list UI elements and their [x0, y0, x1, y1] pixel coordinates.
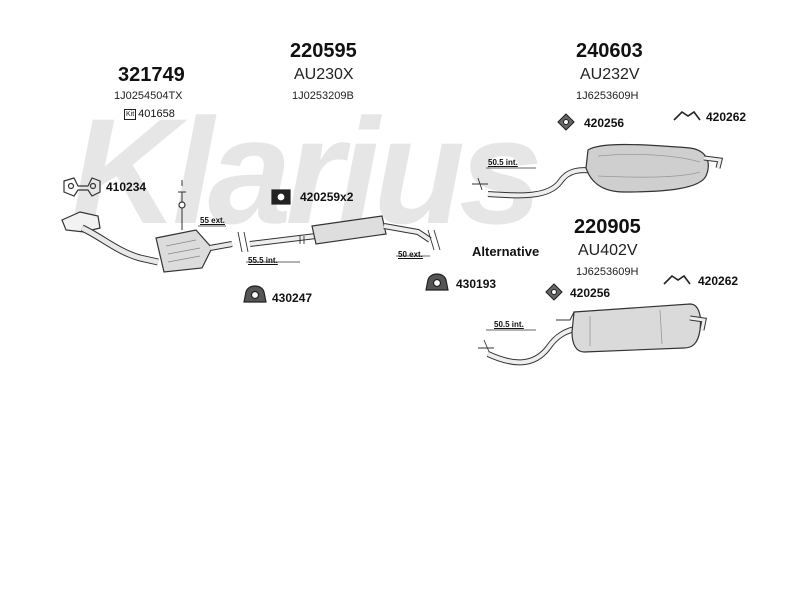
label-420256-top: 420256 [584, 116, 625, 130]
gasket-410234-icon [63, 177, 101, 197]
brand-watermark: Klarius [70, 96, 543, 246]
part-number-220595: 220595 [290, 40, 357, 62]
code-au232v: AU232V [580, 66, 640, 83]
label-420262-top: 420262 [706, 110, 747, 124]
dim-50-ext: 50 ext. [398, 250, 423, 259]
label-420262-bottom: 420262 [698, 274, 739, 288]
dim-50-5-int-top: 50.5 int. [488, 158, 518, 167]
part-number-240603: 240603 [576, 40, 643, 62]
catalytic-converter-321749-icon [61, 180, 233, 273]
alternative-label: Alternative [472, 244, 540, 259]
hanger-420262-top-icon [673, 110, 701, 121]
dim-50-5-int-bottom: 50.5 int. [494, 320, 524, 329]
label-430193: 430193 [456, 277, 497, 291]
oe-number-240603: 1J6253609H [576, 90, 639, 102]
label-420259x2: 420259x2 [300, 190, 354, 204]
dim-55-ext: 55 ext. [200, 216, 225, 225]
label-420256-bottom: 420256 [570, 286, 611, 300]
dim-55-5-int: 55.5 int. [248, 256, 278, 265]
clamp-420259-icon [271, 189, 291, 205]
clamp-420256-bottom-icon [545, 283, 563, 301]
oe-number-220905: 1J6253609H [576, 266, 639, 278]
rear-silencer-220905-icon [478, 303, 707, 366]
clamp-420256-top-icon [557, 113, 575, 131]
centre-silencer-220595-icon [237, 215, 441, 263]
oe-number-220595: 1J0253209B [292, 90, 354, 102]
code-au230x: AU230X [294, 66, 354, 83]
oe-number-321749: 1J0254504TX [114, 90, 183, 102]
hanger-420262-bottom-icon [663, 274, 691, 285]
label-430247: 430247 [272, 291, 313, 305]
part-number-220905: 220905 [574, 216, 641, 238]
label-410234: 410234 [106, 180, 147, 194]
code-au402v: AU402V [578, 242, 638, 259]
kit-badge: Kit [124, 108, 137, 120]
rear-silencer-240603-icon [472, 143, 724, 199]
part-number-321749: 321749 [118, 64, 185, 86]
rubber-mount-430193-icon [425, 273, 449, 291]
kit-number: 401658 [138, 108, 175, 120]
rubber-mount-430247-icon [243, 285, 267, 303]
